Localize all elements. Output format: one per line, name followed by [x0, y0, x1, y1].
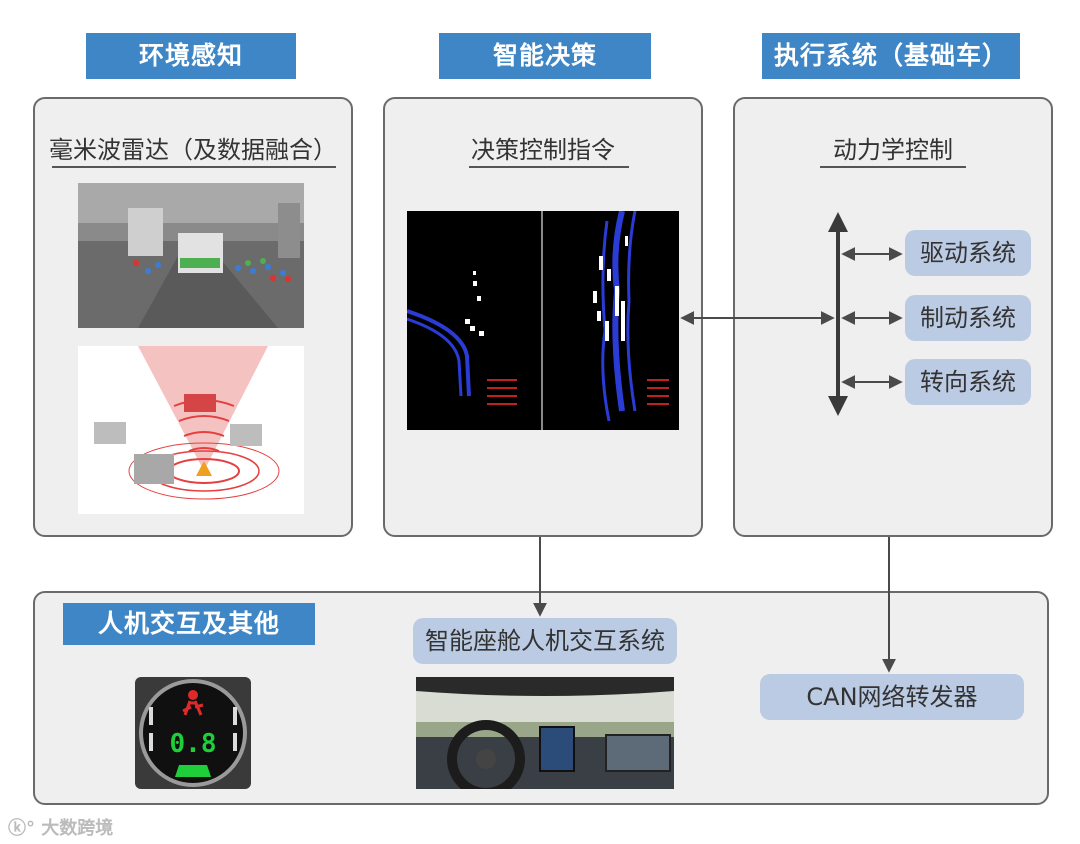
radar-road-photo	[78, 183, 304, 328]
brake-system-box: 制动系统	[905, 295, 1031, 341]
subtitle-radar: 毫米波雷达（及数据融合）	[49, 136, 337, 164]
steering-system-box: 转向系统	[905, 359, 1031, 405]
subtitle-decision: 决策控制指令	[471, 136, 615, 164]
decision-visualization	[407, 211, 679, 430]
subtitle-underline	[469, 166, 629, 168]
watermark-logo-icon: ⓚ°	[8, 818, 35, 839]
cockpit-photo	[416, 677, 674, 789]
can-forwarder-box: CAN网络转发器	[760, 674, 1024, 720]
drive-system-box: 驱动系统	[905, 230, 1031, 276]
subtitle-dynamics: 动力学控制	[833, 136, 953, 164]
header-hmi: 人机交互及其他	[63, 603, 315, 645]
cockpit-hmi-box: 智能座舱人机交互系统	[413, 618, 677, 664]
dashboard-reading: 0.8	[170, 729, 217, 759]
watermark-text: 大数跨境	[41, 818, 114, 839]
dashboard-display: 0.8	[135, 677, 251, 789]
subtitle-underline	[820, 166, 966, 168]
subtitle-underline	[52, 166, 336, 168]
watermark: ⓚ° 大数跨境	[8, 814, 113, 840]
header-perception: 环境感知	[86, 33, 296, 79]
radar-illustration	[78, 346, 304, 514]
header-execution: 执行系统（基础车）	[762, 33, 1020, 79]
header-decision: 智能决策	[439, 33, 651, 79]
